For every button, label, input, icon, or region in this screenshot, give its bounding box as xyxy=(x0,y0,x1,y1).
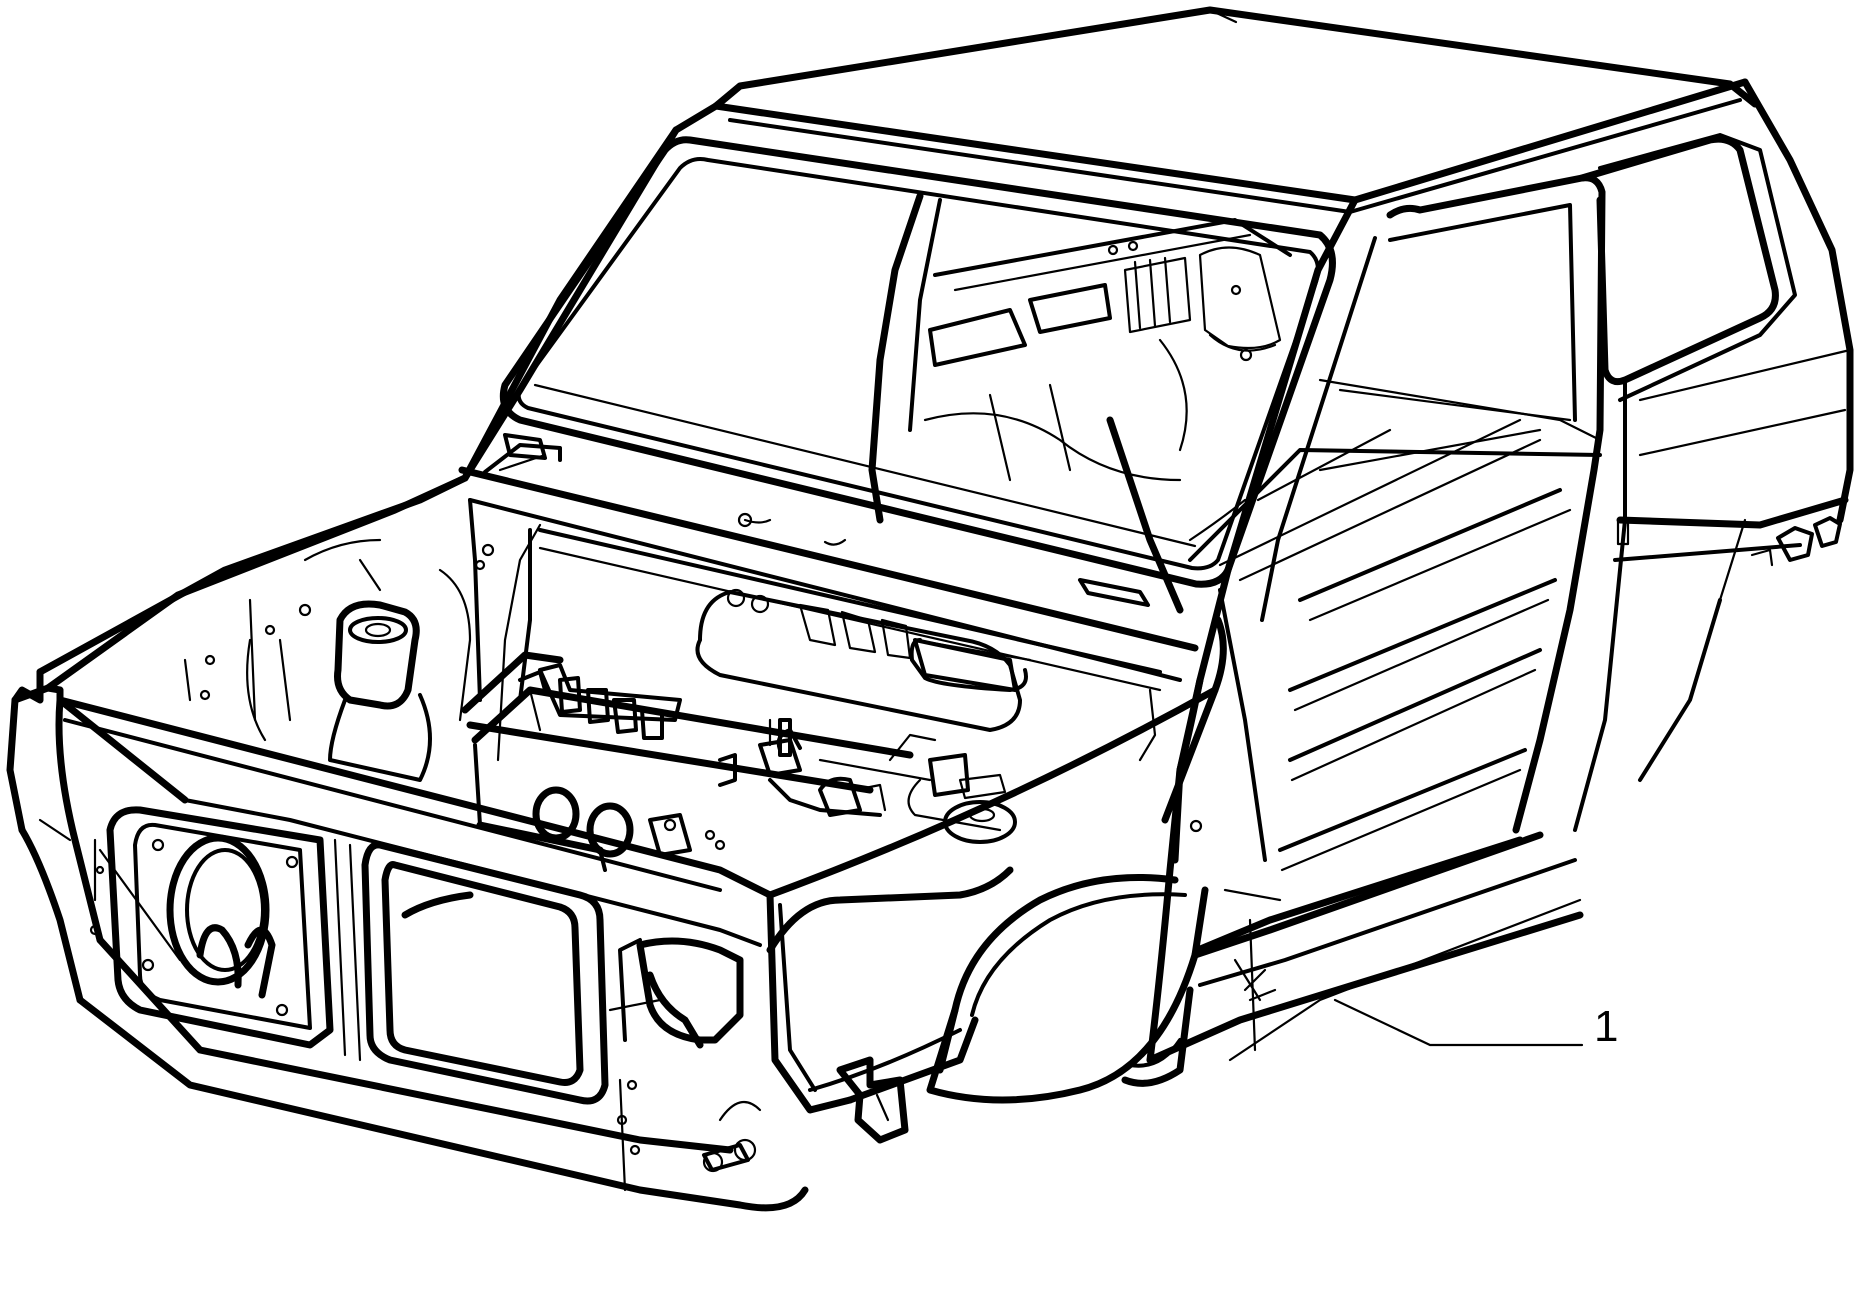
grille-opening xyxy=(333,838,609,1105)
rear-quarter-panel xyxy=(1573,78,1854,832)
rear-mount-brackets xyxy=(1750,516,1842,567)
interior-rear-cabin xyxy=(868,192,1292,524)
callout-1: 1 xyxy=(1333,998,1618,1051)
front-crossmember xyxy=(766,686,1219,1144)
engine-bay-crossmember xyxy=(461,651,1002,872)
floor-pan xyxy=(1188,378,1602,872)
front-fender xyxy=(926,416,1282,1104)
left-front-fender-apron xyxy=(11,126,1199,704)
battery-tray xyxy=(888,638,1032,844)
front-panel xyxy=(6,668,809,1212)
callout-label-1: 1 xyxy=(1594,1002,1618,1051)
right-lamp-bucket xyxy=(608,937,744,1192)
engine-bay-left-tower xyxy=(183,538,495,782)
rocker-sill xyxy=(1146,831,1584,1064)
firewall-bulkhead xyxy=(468,498,1162,762)
headlamp-housing xyxy=(89,806,334,1049)
mounting-stud xyxy=(702,1100,762,1173)
callout-leader-line xyxy=(1333,998,1584,1047)
